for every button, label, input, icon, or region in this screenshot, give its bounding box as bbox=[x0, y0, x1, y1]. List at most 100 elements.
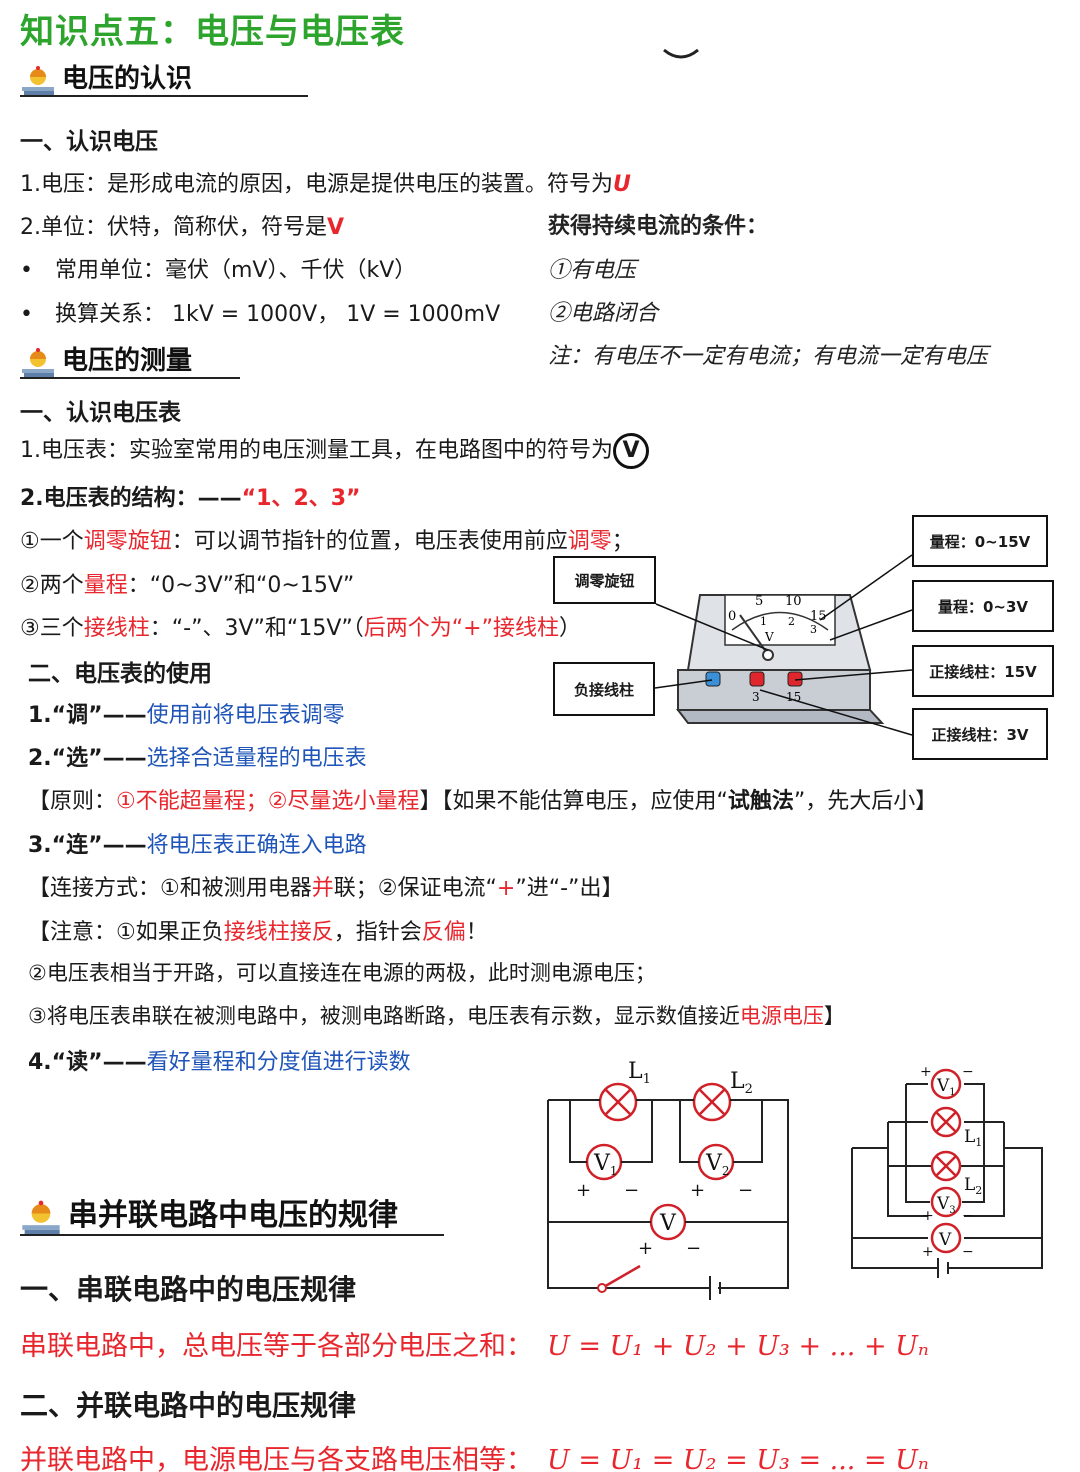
svg-text:V1: V1 bbox=[593, 1151, 618, 1178]
subheading-parallel-rule: 二、并联电路中的电压规律 bbox=[20, 1389, 357, 1422]
minus-sign-v2: − bbox=[738, 1180, 753, 1201]
dial-tick-15: 15 bbox=[810, 609, 827, 624]
subheading-series-rule: 一、串联电路中的电压规律 bbox=[20, 1273, 357, 1306]
line-voltmeter-structure: 2.电压表的结构：——“1、2、3” bbox=[20, 486, 361, 511]
dial-tick-2: 2 bbox=[788, 615, 795, 628]
label-positive-15v: 正接线柱：15V bbox=[912, 645, 1054, 697]
terminal-label-3: 3 bbox=[752, 690, 760, 704]
series-circuit-diagram: L1 L2 V1 V2 V + − + − + − bbox=[547, 1060, 789, 1300]
subheading-recognize-voltmeter: 一、认识电压表 bbox=[20, 400, 181, 426]
line-series-rule: 串联电路中，总电压等于各部分电压之和：U = U₁ + U₂ + U₃ + ..… bbox=[20, 1331, 929, 1362]
line-ranges: ②两个量程：“0~3V”和“0~15V” bbox=[20, 573, 355, 598]
line-voltage-unit: 2.单位：伏特，简称伏，符号是V bbox=[20, 215, 345, 240]
section-heading-text: 电压的认识 bbox=[62, 64, 193, 94]
subheading-voltmeter-use: 二、电压表的使用 bbox=[28, 661, 212, 687]
p-plus-v: + bbox=[922, 1244, 934, 1260]
plus-sign-v2: + bbox=[690, 1180, 705, 1201]
line-parallel-rule: 并联电路中，电源电压与各支路电压相等：U = U₁ = U₂ = U₃ = ..… bbox=[20, 1445, 929, 1472]
condition-note: 注：有电压不一定有电流；有电流一定有电压 bbox=[548, 344, 989, 369]
condition-title: 获得持续电流的条件： bbox=[548, 213, 769, 239]
line-zero-knob: ①一个调零旋钮：可以调节指针的位置，电压表使用前应调零； bbox=[20, 529, 634, 554]
p-meter-v1-sub: 1 bbox=[949, 1087, 955, 1098]
condition-1: ①有电压 bbox=[548, 258, 637, 283]
dial-tick-3: 3 bbox=[810, 623, 817, 636]
p-minus-v: − bbox=[962, 1244, 974, 1260]
meter-v2-sub: 2 bbox=[722, 1164, 730, 1178]
parallel-circuit-diagram: V1 L1 L2 V3 V + − + − + − bbox=[851, 1064, 1043, 1278]
terminal-label-15: 15 bbox=[786, 690, 801, 704]
section-heading-text: 电压的测量 bbox=[62, 346, 193, 376]
lamp-l1-sub: 1 bbox=[643, 1072, 651, 1087]
line-principle: 【原则：①不能超量程；②尽量选小量程】【如果不能估算电压，应使用“试触法”，先大… bbox=[28, 789, 938, 814]
svg-text:V3: V3 bbox=[936, 1194, 956, 1216]
p-meter-v-label: V bbox=[938, 1230, 952, 1250]
label-positive-3v: 正接线柱：3V bbox=[912, 708, 1048, 760]
meter-v1-label: V bbox=[593, 1151, 611, 1176]
p-minus-v3: − bbox=[962, 1208, 974, 1224]
label-zero-knob: 调零旋钮 bbox=[553, 556, 656, 604]
page-title: 知识点五：电压与电压表 bbox=[20, 12, 405, 52]
section-heading-voltage-measure: 电压的测量 bbox=[20, 340, 192, 379]
p-plus-v3: + bbox=[922, 1208, 934, 1224]
book-lamp-icon bbox=[22, 347, 54, 377]
voltmeter-symbol-icon: V bbox=[613, 433, 649, 469]
minus-sign-v1: − bbox=[624, 1180, 639, 1201]
label-range-15v: 量程：0~15V bbox=[912, 515, 1048, 567]
lamp-l1-label: L bbox=[628, 1060, 643, 1084]
line-terminals: ③三个接线柱：“-”、3V”和“15V”（后两个为“+”接线柱） bbox=[20, 616, 582, 641]
meter-v2-label: V bbox=[705, 1151, 723, 1176]
svg-text:L2: L2 bbox=[964, 1175, 982, 1197]
heading-underline bbox=[20, 377, 240, 379]
p-lamp-l2-sub: 2 bbox=[975, 1184, 982, 1197]
label-negative-terminal: 负接线柱 bbox=[553, 662, 655, 716]
p-lamp-l2-label: L bbox=[964, 1175, 975, 1195]
section-heading-voltage-rules: 串并联电路中电压的规律 bbox=[20, 1190, 398, 1237]
p-meter-v3-label: V bbox=[936, 1194, 950, 1214]
svg-text:L2: L2 bbox=[730, 1069, 753, 1097]
dial-tick-5: 5 bbox=[755, 594, 763, 609]
dial-unit-v: V bbox=[764, 630, 774, 644]
svg-text:V1: V1 bbox=[936, 1076, 956, 1098]
heading-underline bbox=[20, 1234, 444, 1236]
condition-2: ②电路闭合 bbox=[548, 301, 659, 326]
dial-tick-0: 0 bbox=[728, 609, 736, 624]
section-heading-text: 串并联电路中电压的规律 bbox=[68, 1198, 398, 1233]
minus-sign-v: − bbox=[686, 1238, 701, 1259]
bullet-common-units: •常用单位：毫伏（mV）、千伏（kV） bbox=[20, 258, 417, 283]
p-lamp-l1-label: L bbox=[964, 1127, 975, 1147]
voltmeter-illustration: 0 5 10 15 1 2 3 V 3 15 bbox=[675, 594, 885, 724]
meter-v1-sub: 1 bbox=[610, 1164, 618, 1178]
plus-sign-v1: + bbox=[576, 1180, 591, 1201]
step-select: 2.“选”——选择合适量程的电压表 bbox=[28, 746, 367, 771]
p-plus-v1: + bbox=[920, 1064, 932, 1080]
svg-text:L1: L1 bbox=[628, 1060, 651, 1087]
svg-text:L1: L1 bbox=[964, 1127, 982, 1149]
heading-underline bbox=[20, 95, 308, 97]
p-meter-v1-label: V bbox=[936, 1076, 950, 1096]
subheading-recognize-voltage: 一、认识电压 bbox=[20, 129, 158, 155]
dial-tick-10: 10 bbox=[785, 594, 802, 609]
step-adjust: 1.“调”——使用前将电压表调零 bbox=[28, 703, 345, 728]
step-read: 4.“读”——看好量程和分度值进行读数 bbox=[28, 1050, 411, 1075]
zero-knob-icon bbox=[762, 649, 774, 661]
p-lamp-l1-sub: 1 bbox=[975, 1136, 982, 1149]
section-heading-voltage-intro: 电压的认识 bbox=[20, 58, 192, 97]
line-attention-2: ②电压表相当于开路，可以直接连在电源的两极，此时测电源电压； bbox=[28, 961, 656, 985]
svg-text:V2: V2 bbox=[705, 1151, 730, 1178]
line-attention-3: ③将电压表串联在被测电路中，被测电路断路，电压表有示数，显示数值接近电源电压】 bbox=[28, 1004, 845, 1028]
book-lamp-icon bbox=[22, 1200, 60, 1234]
line-attention-1: 【注意：①如果正负接线柱接反，指针会反偏！ bbox=[28, 920, 488, 945]
p-meter-v3-sub: 3 bbox=[949, 1205, 955, 1216]
chevron-down-icon bbox=[663, 48, 699, 59]
bullet-conversion: •换算关系： 1kV = 1000V， 1V = 1000mV bbox=[20, 302, 501, 327]
meter-v-label: V bbox=[659, 1211, 677, 1236]
line-voltage-definition: 1.电压：是形成电流的原因，电源是提供电压的装置。符号为U bbox=[20, 172, 631, 197]
line-connection-method: 【连接方式：①和被测用电器并联；②保证电流“+”进“-”出】 bbox=[28, 876, 624, 901]
step-connect: 3.“连”——将电压表正确连入电路 bbox=[28, 833, 367, 858]
book-lamp-icon bbox=[22, 65, 54, 95]
plus-sign-v: + bbox=[638, 1238, 653, 1259]
lamp-l2-sub: 2 bbox=[745, 1082, 753, 1097]
p-minus-v1: − bbox=[962, 1064, 974, 1080]
lamp-l2-label: L bbox=[730, 1069, 745, 1094]
